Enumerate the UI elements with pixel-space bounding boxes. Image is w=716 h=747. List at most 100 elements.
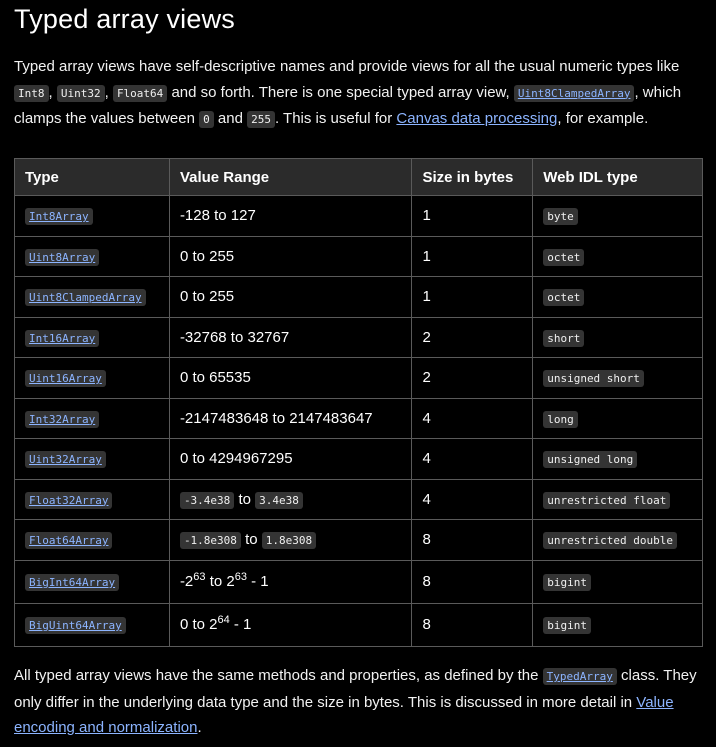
intro-text: , [104, 83, 113, 101]
range-cell: -128 to 127 [168, 195, 413, 237]
type-cell: Int32Array [14, 397, 170, 439]
size-cell: 4 [411, 438, 534, 480]
header-web-idl: Web IDL type [532, 158, 703, 196]
typed-array-table: Type Value Range Size in bytes Web IDL t… [14, 158, 703, 647]
idl-cell: octet [532, 276, 703, 318]
type-link[interactable]: Float64Array [25, 532, 113, 550]
idl-cell: unsigned short [532, 357, 703, 399]
idl-cell: long [532, 397, 703, 439]
range-from-code: -1.8e308 [179, 532, 241, 550]
table-row: Float64Array -1.8e308 to 1.8e308 8 unres… [14, 519, 703, 561]
type-link[interactable]: Int8Array [25, 208, 93, 226]
type-link[interactable]: Uint8ClampedArray [25, 289, 146, 307]
idl-code: octet [543, 289, 585, 307]
header-value-range: Value Range [168, 158, 413, 196]
idl-code: unrestricted float [543, 491, 671, 509]
range-exponent: 63 [234, 571, 247, 583]
size-cell: 8 [411, 602, 534, 647]
table-row: Uint32Array 0 to 4294967295 4 unsigned l… [14, 438, 703, 480]
range-cell: -3.4e38 to 3.4e38 [168, 478, 413, 520]
range-base: to 2 [205, 573, 235, 590]
idl-cell: unrestricted float [532, 478, 703, 520]
range-separator: to [234, 490, 256, 508]
idl-code: unsigned short [543, 370, 644, 388]
intro-text: , [48, 83, 57, 101]
code-zero: 0 [199, 111, 214, 128]
code-uint32: Uint32 [56, 84, 105, 102]
type-link[interactable]: BigInt64Array [25, 574, 120, 591]
type-cell: Int16Array [14, 316, 170, 358]
range-cell: -1.8e308 to 1.8e308 [168, 519, 413, 561]
size-cell: 4 [411, 397, 534, 439]
value-encoding-link[interactable]: Value encoding and normalization [14, 693, 674, 737]
type-cell: Uint8Array [14, 235, 170, 277]
idl-code: bigint [543, 574, 591, 591]
range-to-code: 3.4e38 [255, 491, 303, 509]
table-row: Int8Array -128 to 127 1 byte [14, 195, 703, 237]
type-cell: Uint16Array [14, 357, 170, 399]
range-exponent: 64 [217, 614, 230, 626]
size-cell: 2 [411, 316, 534, 358]
range-from-code: -3.4e38 [179, 491, 235, 509]
table-header-row: Type Value Range Size in bytes Web IDL t… [14, 158, 703, 196]
idl-code: unsigned long [543, 451, 638, 469]
idl-code: bigint [543, 617, 591, 634]
type-cell: Float64Array [14, 519, 170, 561]
idl-code: unrestricted double [543, 532, 678, 550]
type-cell: Float32Array [14, 478, 170, 520]
size-cell: 4 [411, 478, 534, 520]
type-cell: Int8Array [14, 195, 170, 237]
table-row: Uint16Array 0 to 65535 2 unsigned short [14, 357, 703, 399]
idl-code: long [543, 410, 578, 428]
range-cell: -32768 to 32767 [168, 316, 413, 358]
intro-paragraph: Typed array views have self-descriptive … [14, 54, 706, 133]
idl-code: octet [543, 248, 585, 266]
uint8clampedarray-link[interactable]: Uint8ClampedArray [513, 84, 635, 102]
outro-text: All typed array views have the same meth… [14, 667, 543, 684]
range-base: 0 to 2 [179, 616, 218, 633]
range-suffix: - 1 [229, 616, 252, 633]
idl-cell: unsigned long [532, 438, 703, 480]
idl-code: byte [543, 208, 578, 226]
page-title: Typed array views [14, 4, 235, 34]
idl-code: short [543, 329, 585, 347]
range-cell: 0 to 264 - 1 [168, 602, 413, 647]
range-cell: 0 to 255 [168, 235, 413, 277]
type-link[interactable]: Uint32Array [25, 451, 106, 469]
canvas-data-processing-link[interactable]: Canvas data processing [396, 110, 558, 127]
code-float64: Float64 [112, 84, 168, 102]
typedarray-link[interactable]: TypedArray [542, 668, 617, 685]
intro-text: . This is useful for [274, 110, 397, 127]
type-link[interactable]: Uint8Array [25, 248, 100, 266]
range-suffix: - 1 [246, 573, 269, 590]
type-link[interactable]: Uint16Array [25, 370, 106, 388]
table-row: Uint8Array 0 to 255 1 octet [14, 235, 703, 277]
range-cell: 0 to 65535 [168, 357, 413, 399]
header-size: Size in bytes [411, 158, 534, 196]
table-row: Int16Array -32768 to 32767 2 short [14, 316, 703, 358]
type-link[interactable]: Float32Array [25, 491, 113, 509]
code-255: 255 [247, 111, 275, 128]
idl-cell: short [532, 316, 703, 358]
type-cell: Uint32Array [14, 438, 170, 480]
type-cell: Uint8ClampedArray [14, 276, 170, 318]
size-cell: 8 [411, 559, 534, 604]
outro-paragraph: All typed array views have the same meth… [14, 663, 706, 741]
type-cell: BigUint64Array [14, 602, 170, 647]
intro-text: Typed array views have self-descriptive … [14, 58, 680, 75]
intro-text: , which clamps the values between [14, 83, 682, 128]
table-row: Float32Array -3.4e38 to 3.4e38 4 unrestr… [14, 478, 703, 520]
table-row: Uint8ClampedArray 0 to 255 1 octet [14, 276, 703, 318]
range-cell: 0 to 4294967295 [168, 438, 413, 480]
outro-text: class. They only differ in the underlyin… [14, 667, 697, 711]
type-link[interactable]: Int32Array [25, 410, 100, 428]
type-link[interactable]: BigUint64Array [25, 617, 126, 634]
intro-text: , for example. [557, 110, 649, 127]
type-link[interactable]: Int16Array [25, 329, 100, 347]
outro-text: . [197, 719, 202, 736]
idl-cell: byte [532, 195, 703, 237]
range-cell: 0 to 255 [168, 276, 413, 318]
table-row: BigInt64Array -263 to 263 - 1 8 bigint [14, 559, 703, 604]
size-cell: 2 [411, 357, 534, 399]
